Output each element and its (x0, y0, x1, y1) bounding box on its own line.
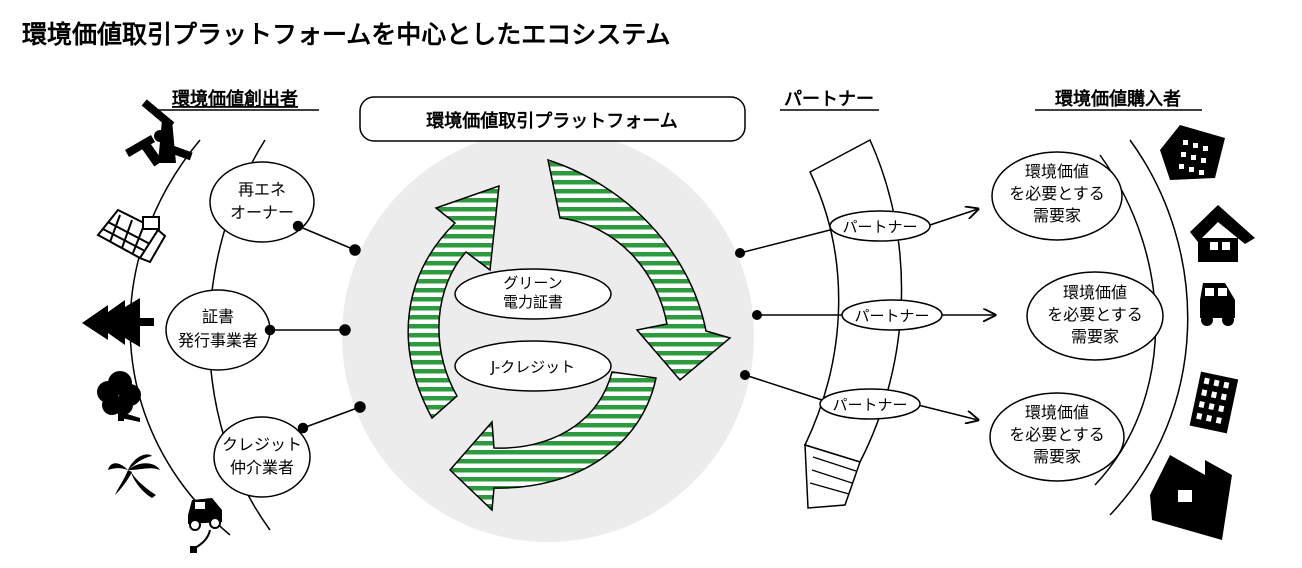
cycle-arrow-bottom (448, 371, 657, 512)
apartment-building-icon (1189, 371, 1239, 434)
buyer-oval-1 (991, 151, 1123, 241)
buyer-label-1: 環境価値を必要とする需要家 (1009, 162, 1105, 225)
platform-label: 環境価値取引プラットフォーム (426, 110, 677, 132)
green-power-certificate-label: グリーン電力証書 (503, 274, 563, 311)
creator-oval-certificate-issuer (165, 289, 271, 371)
green-power-certificate-oval (454, 268, 612, 320)
creators-heading: 環境価値創出者 (172, 88, 298, 110)
forest-icon (97, 371, 141, 422)
creator-connectors (264, 220, 366, 434)
cycle-arrow-top-right (547, 158, 732, 382)
electric-car-icon (188, 498, 222, 553)
page-title: 環境価値取引プラットフォームを中心としたエコシステム (22, 20, 671, 49)
factory-icon (1150, 455, 1232, 540)
creator-oval-renewable-owner (209, 161, 315, 243)
creator-label-credit-broker: クレジット仲介業者 (222, 435, 302, 477)
buyers-outer-arc (1109, 139, 1189, 516)
palm-tree-icon (108, 454, 160, 498)
j-credit-oval (454, 340, 612, 392)
platform-label-box (359, 96, 746, 142)
partner-connectors (739, 209, 995, 420)
car-icon (1200, 283, 1235, 326)
windmill-icon (125, 99, 193, 167)
house-icon (1190, 205, 1255, 262)
partner-oval-1 (829, 210, 931, 242)
partner-oval-3 (819, 388, 921, 420)
buyer-label-2: 環境価値を必要とする需要家 (1047, 283, 1143, 346)
creators-outer-arc (129, 139, 231, 536)
partner-label-3: パートナー (832, 396, 907, 414)
buyer-oval-3 (989, 392, 1125, 482)
creator-label-certificate-issuer: 証書発行事業者 (178, 307, 258, 350)
partner-oval-2 (841, 299, 943, 331)
buyer-oval-2 (1026, 271, 1164, 361)
partners-heading: パートナー (784, 89, 874, 110)
buyer-label-3: 環境価値を必要とする需要家 (1009, 403, 1105, 466)
partner-label-1: パートナー (842, 218, 917, 236)
creator-oval-credit-broker (213, 416, 311, 498)
partner-band-stripes (809, 456, 857, 495)
buyers-heading: 環境価値購入者 (1055, 88, 1181, 110)
partner-label-2: パートナー (854, 307, 929, 325)
office-building-icon (1160, 125, 1225, 180)
cycle-arrow-left (407, 184, 500, 420)
j-credit-label: J-クレジット (490, 358, 575, 376)
creator-label-renewable-owner: 再エネオーナー (230, 180, 294, 222)
tree-icon (82, 298, 154, 347)
solar-panel-icon (96, 208, 167, 264)
